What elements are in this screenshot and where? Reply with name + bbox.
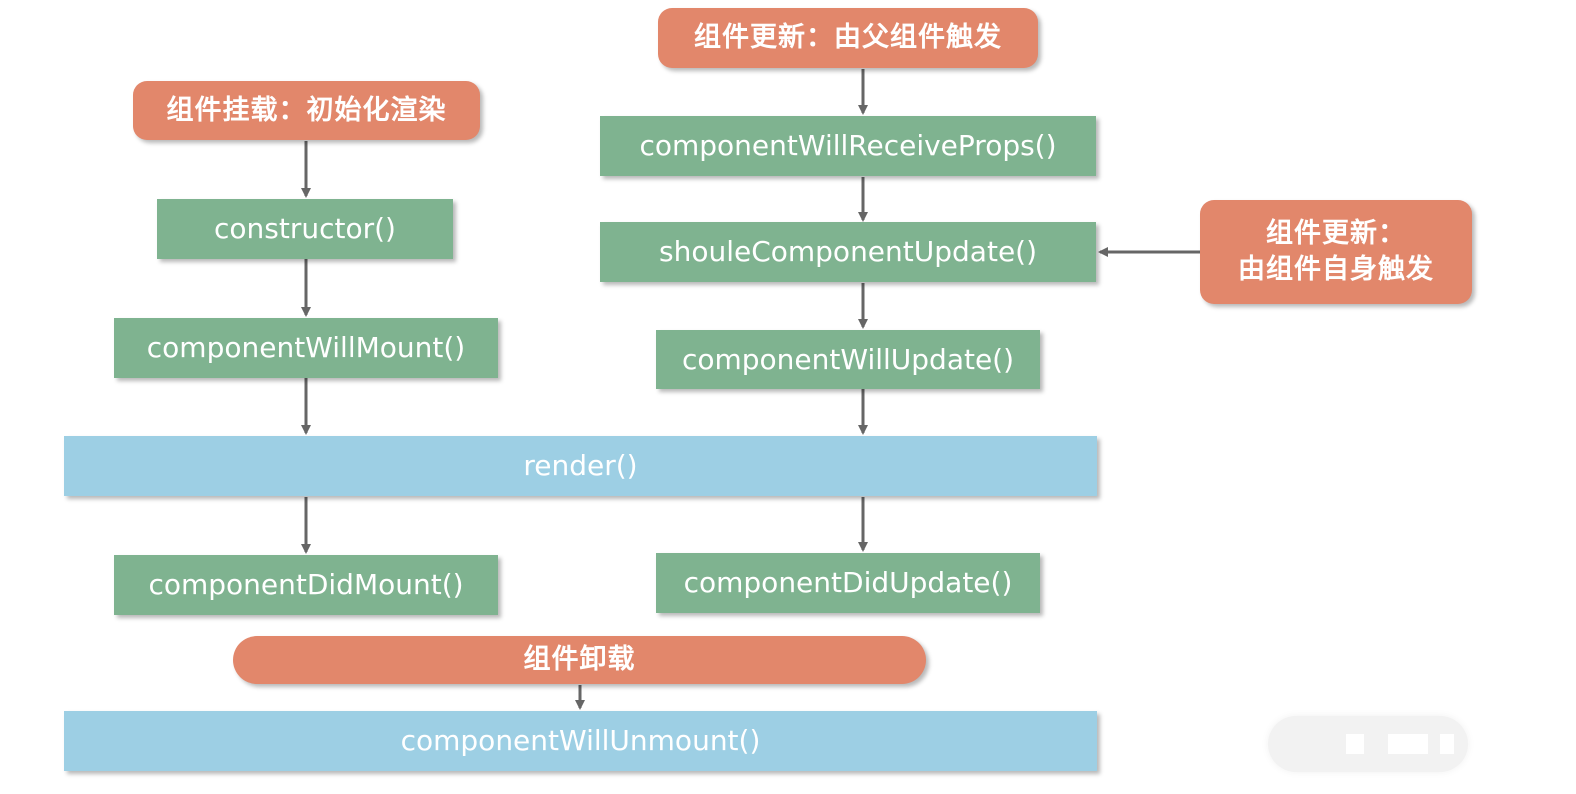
watermark-block xyxy=(1388,734,1428,754)
component-will-mount-node: componentWillMount() xyxy=(114,318,498,378)
update-self-title-line1: 组件更新： xyxy=(1266,218,1406,249)
component-will-update-node: componentWillUpdate() xyxy=(656,330,1040,389)
update-self-title: 组件更新： 由组件自身触发 xyxy=(1200,200,1472,304)
component-did-update-node: componentDidUpdate() xyxy=(656,553,1040,613)
component-did-mount-node: componentDidMount() xyxy=(114,555,498,615)
unmount-title: 组件卸载 xyxy=(233,636,926,684)
should-component-update-node: shouleComponentUpdate() xyxy=(600,222,1096,282)
constructor-node: constructor() xyxy=(157,199,453,259)
component-will-unmount-node: componentWillUnmount() xyxy=(64,711,1097,771)
watermark-block xyxy=(1440,734,1454,754)
update-parent-title: 组件更新：由父组件触发 xyxy=(658,8,1038,68)
watermark-block xyxy=(1346,734,1364,754)
update-self-title-line2: 由组件自身触发 xyxy=(1238,254,1434,285)
render-node: render() xyxy=(64,436,1097,496)
component-will-receive-props-node: componentWillReceiveProps() xyxy=(600,116,1096,176)
mount-title: 组件挂载：初始化渲染 xyxy=(133,81,480,140)
watermark-logo xyxy=(1268,716,1468,772)
